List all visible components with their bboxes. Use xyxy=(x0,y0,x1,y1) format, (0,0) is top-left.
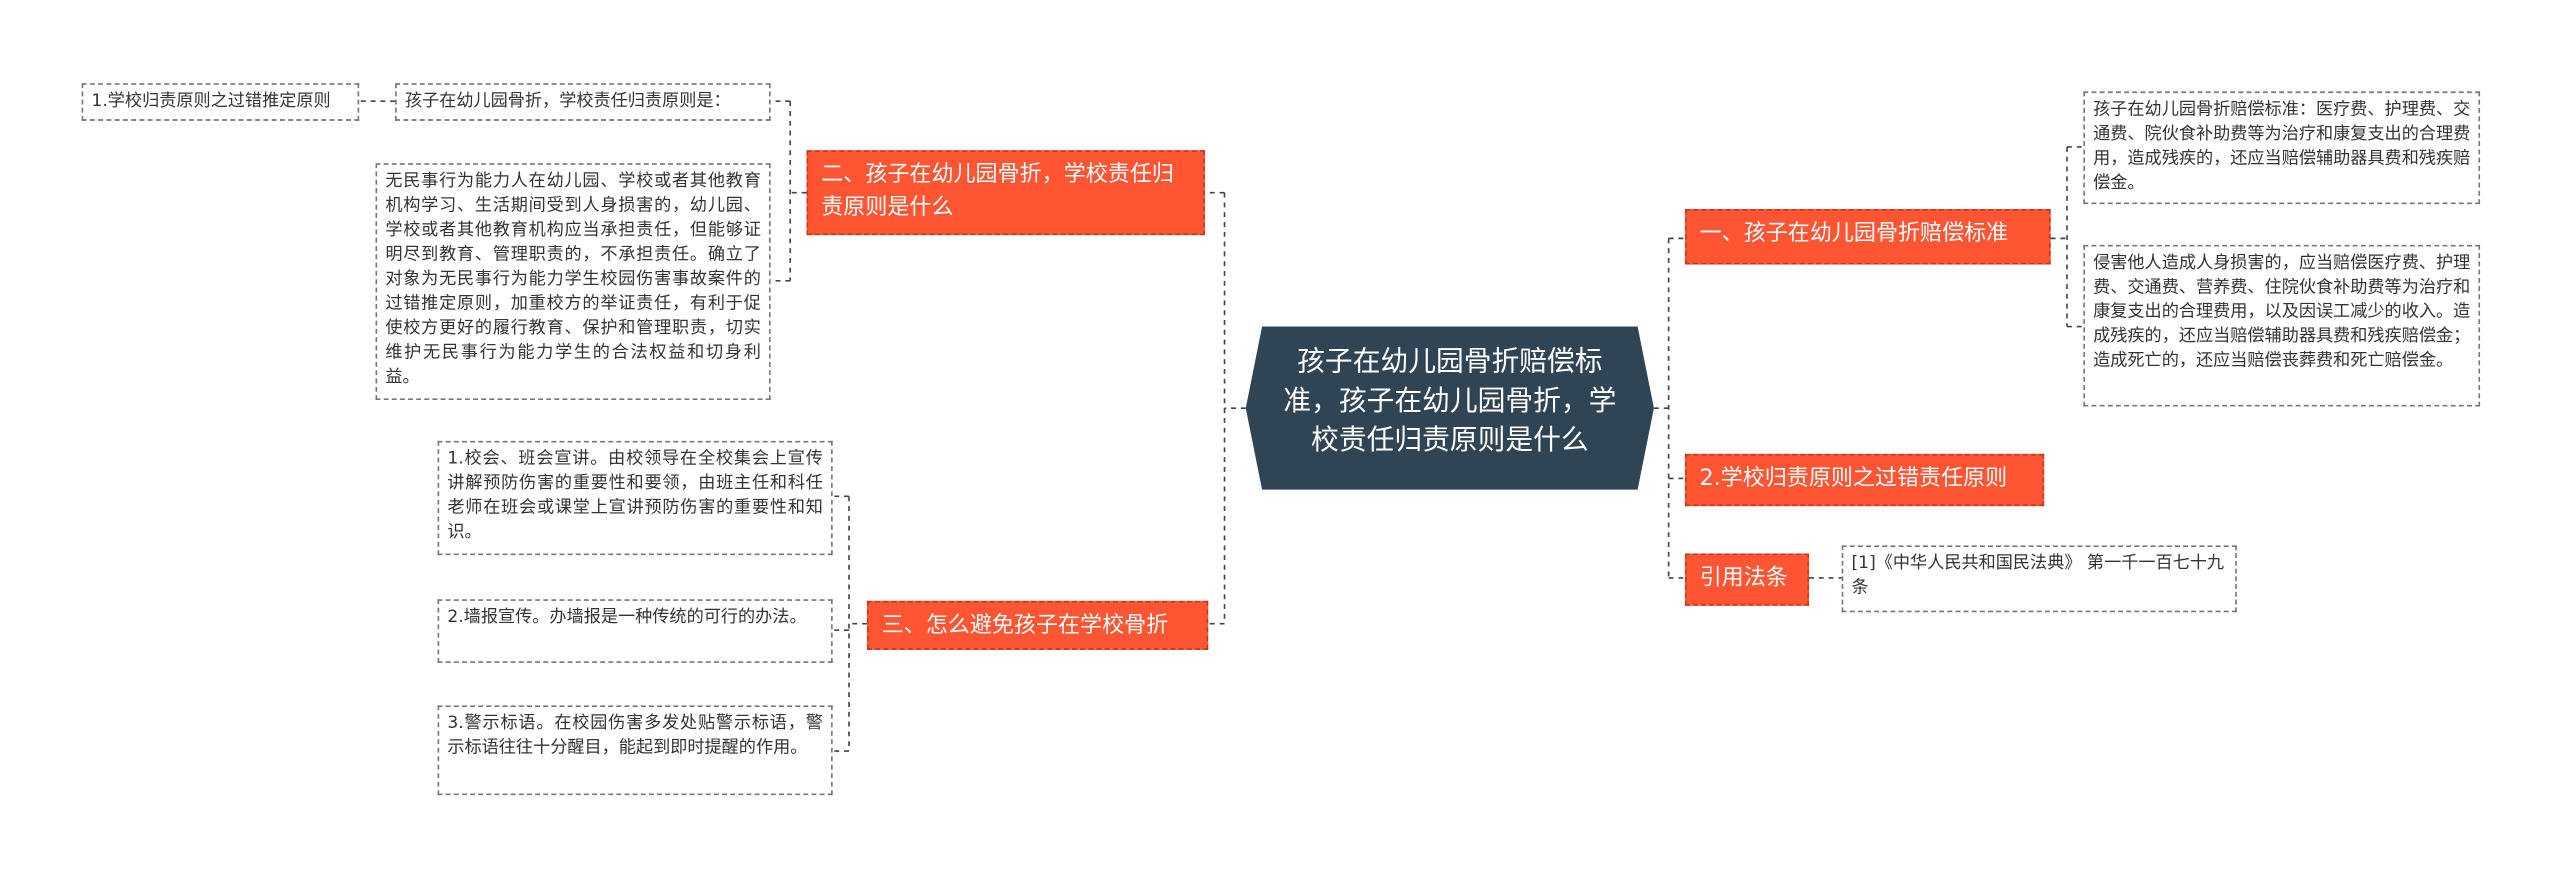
leaf-prevention-item-3[interactable]: 3.警示标语。在校园伤害多发处贴警示标语，警示标语往往十分醒目，能起到即时提醒的… xyxy=(437,705,833,796)
central-topic[interactable]: 孩子在幼儿园骨折赔偿标准，孩子在幼儿园骨折，学校责任归责原则是什么 xyxy=(1245,326,1654,490)
branch-compensation-standard[interactable]: 一、孩子在幼儿园骨折赔偿标准 xyxy=(1684,208,2051,265)
leaf-compensation-standard[interactable]: 孩子在幼儿园骨折赔偿标准：医疗费、护理费、交通费、院伙食补助费等为治疗和康复支出… xyxy=(2083,91,2481,205)
branch-cited-law[interactable]: 引用法条 xyxy=(1684,553,1810,606)
leaf-prevention-item-1[interactable]: 1.校会、班会宣讲。由校领导在全校集会上宣传讲解预防伤害的重要性和要领，由班主任… xyxy=(437,440,833,556)
central-topic-title: 孩子在幼儿园骨折赔偿标准，孩子在幼儿园骨折，学校责任归责原则是什么 xyxy=(1283,346,1617,458)
leaf-fault-presumption[interactable]: 1.学校归责原则之过错推定原则 xyxy=(81,83,360,121)
leaf-liability-intro[interactable]: 孩子在幼儿园骨折，学校责任归责原则是： xyxy=(395,83,771,121)
leaf-prevention-item-2[interactable]: 2.墙报宣传。办墙报是一种传统的可行的办法。 xyxy=(437,599,833,663)
central-topic-shape xyxy=(1245,326,1654,490)
branch-liability-principle[interactable]: 二、孩子在幼儿园骨折，学校责任归责原则是什么 xyxy=(806,150,1205,236)
leaf-cited-article[interactable]: [1]《中华人民共和国民法典》 第一千一百七十九条 xyxy=(1841,545,2237,613)
branch-prevention[interactable]: 三、怎么避免孩子在学校骨折 xyxy=(866,600,1209,650)
leaf-liability-detail[interactable]: 无民事行为能力人在幼儿园、学校或者其他教育机构学习、生活期间受到人身损害的，幼儿… xyxy=(375,163,771,401)
branch-fault-liability[interactable]: 2.学校归责原则之过错责任原则 xyxy=(1684,453,2045,507)
leaf-compensation-law[interactable]: 侵害他人造成人身损害的，应当赔偿医疗费、护理费、交通费、营养费、住院伙食补助费等… xyxy=(2083,244,2481,407)
